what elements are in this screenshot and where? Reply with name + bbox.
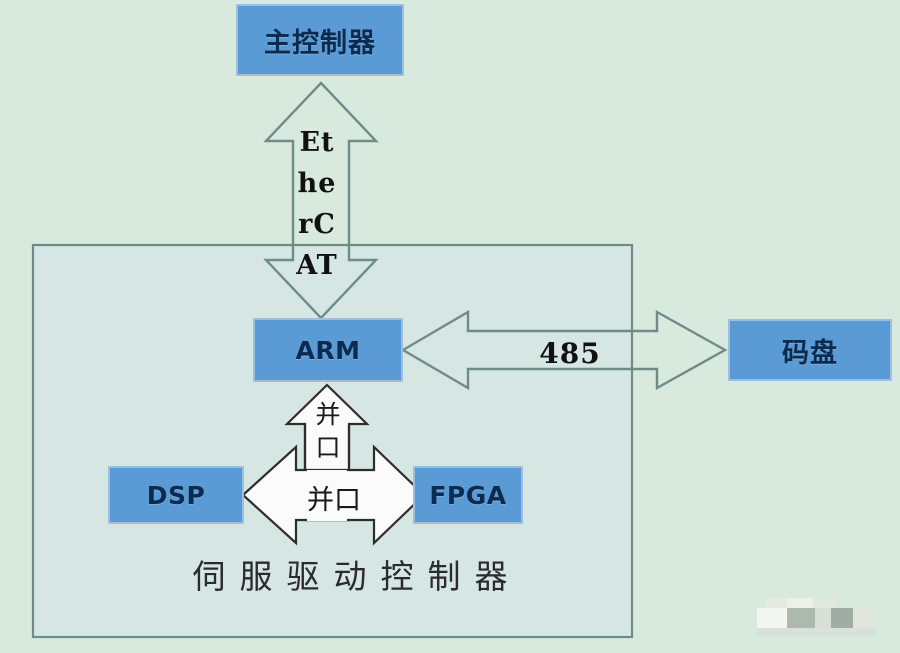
block-dsp[interactable]: DSP (108, 466, 244, 524)
rs485-arrow (400, 309, 728, 391)
parallel-port-junction-mask (307, 470, 347, 521)
block-fpga[interactable]: FPGA (413, 466, 523, 524)
enclosure-caption: 伺服驱动控制器 (192, 557, 522, 596)
block-arm[interactable]: ARM (253, 318, 403, 382)
block-master-controller[interactable]: 主控制器 (236, 4, 404, 76)
watermark-mosaic (757, 598, 875, 640)
block-encoder[interactable]: 码盘 (728, 319, 892, 381)
